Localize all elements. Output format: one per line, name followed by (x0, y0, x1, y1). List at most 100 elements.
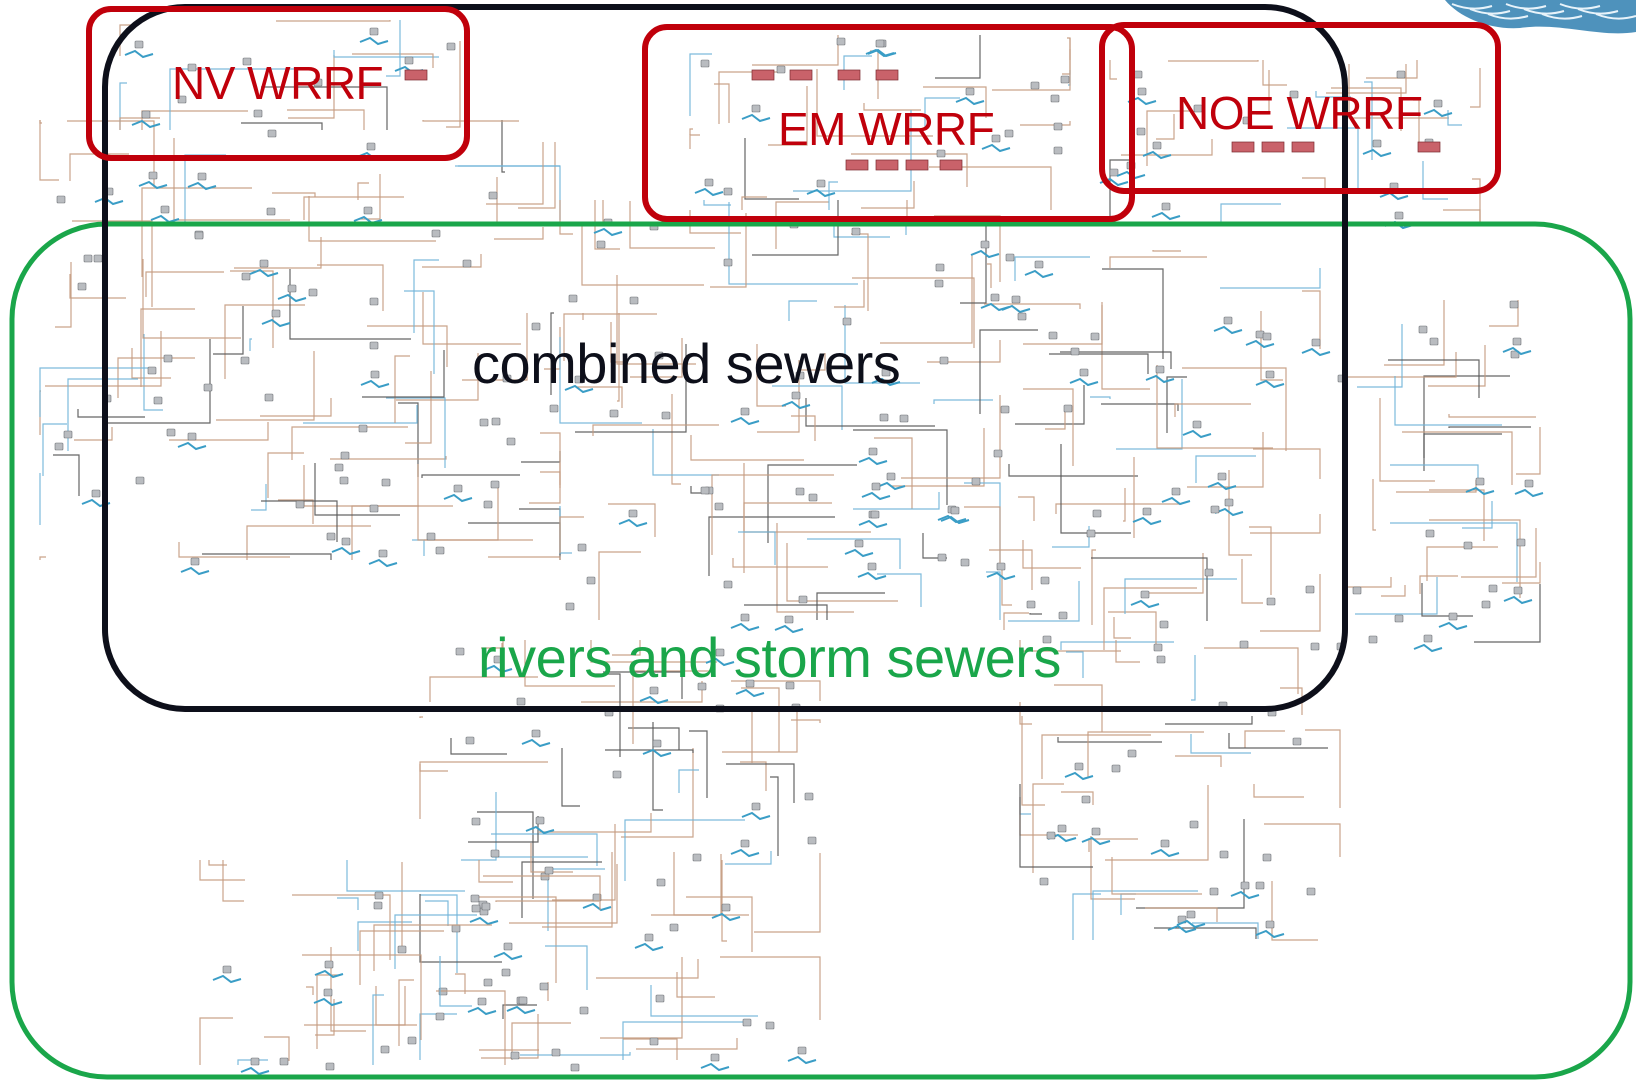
river-segment (212, 974, 242, 984)
network-pipe (542, 852, 613, 928)
network-node (1004, 129, 1014, 138)
network-pipe (1109, 60, 1117, 80)
network-pipe (721, 860, 727, 942)
network-pipe (1055, 503, 1182, 514)
network-pipe (246, 525, 371, 560)
network-node (565, 602, 575, 611)
network-pipe (1045, 410, 1066, 430)
network-node (549, 404, 559, 413)
network-node (516, 697, 526, 706)
network-pipe (816, 592, 885, 620)
network-node (471, 904, 481, 913)
river-segment (593, 227, 623, 237)
network-pipe (552, 824, 616, 901)
network-pipe (1260, 574, 1321, 632)
network-node (661, 411, 671, 420)
network-pipe (1390, 522, 1518, 582)
network-pipe (1355, 577, 1438, 615)
network-node (203, 383, 213, 392)
network-pipe (1087, 731, 1204, 778)
network-pipe (1019, 640, 1121, 652)
network-pipe (744, 604, 828, 620)
treatment-tank (404, 69, 428, 81)
network-pipe (77, 409, 145, 418)
river-segment (865, 48, 895, 58)
network-pipe (1109, 159, 1133, 223)
river-segment (314, 969, 344, 979)
network-pipe (540, 471, 561, 485)
network-pipe (373, 924, 492, 971)
network-node (1086, 529, 1096, 538)
network-node (742, 1018, 752, 1027)
river-segment (261, 318, 291, 328)
network-pipe (222, 860, 244, 902)
network-pipe (439, 956, 472, 1007)
river-segment (1245, 339, 1275, 349)
network-pipe (1072, 893, 1101, 940)
network-pipe (791, 415, 816, 441)
river-segment (1024, 269, 1054, 279)
network-pipe (933, 399, 993, 404)
network-pipe (741, 196, 767, 210)
network-pipe (690, 435, 804, 461)
network-node (369, 341, 379, 350)
network-node (980, 240, 990, 249)
network-node (551, 1048, 561, 1057)
treatment-tank (751, 69, 775, 81)
network-pipe (673, 852, 749, 916)
river-segment (981, 143, 1011, 153)
network-pipe (608, 503, 656, 537)
network-pipe (1020, 121, 1071, 126)
network-pipe (1220, 203, 1281, 225)
network-pipe (1187, 432, 1264, 488)
network-node (751, 104, 761, 113)
river-segment (1301, 347, 1331, 357)
network-node (451, 924, 461, 933)
network-node (721, 903, 731, 912)
river-segment (331, 546, 361, 556)
network-pipe (617, 313, 620, 402)
network-node (577, 543, 587, 552)
network-pipe (141, 187, 252, 277)
network-pipe (1066, 651, 1084, 678)
network-node (851, 227, 861, 236)
network-node (1137, 87, 1147, 96)
network-pipe (524, 640, 615, 687)
corner-graphic-stroke (1487, 13, 1529, 20)
network-pipe (632, 670, 709, 744)
network-node (609, 409, 619, 418)
river-segment (1255, 379, 1285, 389)
network-node (785, 681, 795, 690)
network-pipe (743, 463, 871, 533)
network-node (1171, 487, 1181, 496)
network-pipe (422, 254, 482, 268)
treatment-tank (837, 69, 861, 81)
network-node (1063, 404, 1073, 413)
river-segment (844, 548, 874, 558)
network-pipe (772, 385, 843, 430)
network-node (807, 836, 817, 845)
network-node (1026, 600, 1036, 609)
network-node (798, 595, 808, 604)
network-node (1224, 498, 1234, 507)
network-pipe (509, 864, 618, 924)
network-pipe (518, 142, 556, 209)
network-pipe (979, 329, 1038, 414)
network-node (652, 739, 662, 748)
network-node (380, 1045, 390, 1054)
network-node (501, 968, 511, 977)
network-node (56, 195, 66, 204)
network-pipe (260, 398, 332, 417)
river-segment (774, 624, 804, 634)
network-pipe (1116, 379, 1183, 450)
network-node (490, 480, 500, 489)
network-pipe (419, 716, 423, 718)
network-pipe (960, 219, 987, 304)
network-pipe (145, 271, 224, 297)
network-pipe (1091, 549, 1096, 625)
network-node (222, 965, 232, 974)
network-pipe (1195, 455, 1256, 483)
network-node (1155, 365, 1165, 374)
network-node (1209, 887, 1219, 896)
network-pipe (1516, 427, 1541, 475)
